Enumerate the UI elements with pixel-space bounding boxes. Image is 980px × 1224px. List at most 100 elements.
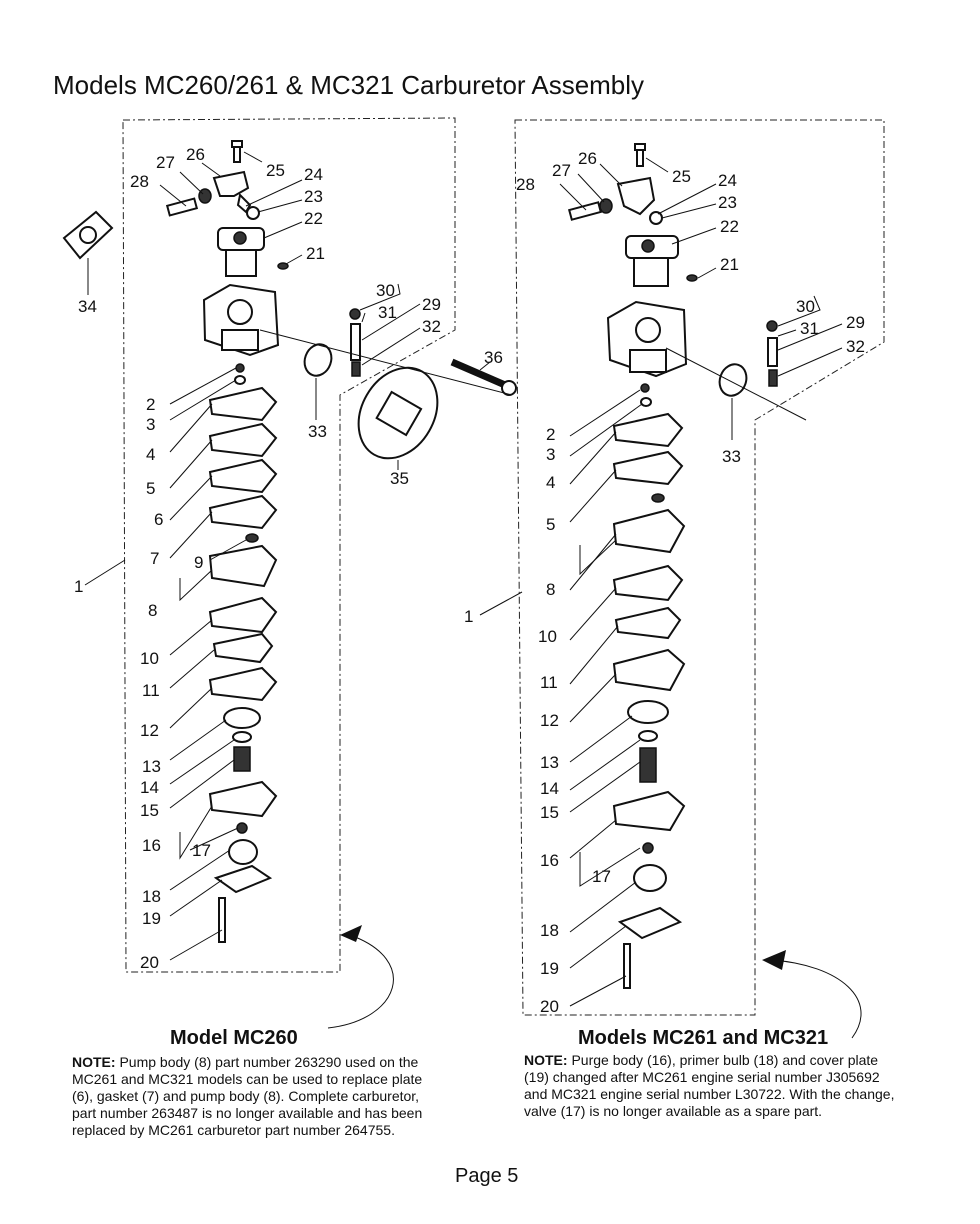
callout-left-33: 33	[308, 422, 327, 441]
callout-left-26: 26	[186, 145, 205, 164]
callout-right-32: 32	[846, 337, 865, 356]
left-model-note: NOTE: Pump body (8) part number 263290 u…	[72, 1054, 442, 1139]
callout-left-29: 29	[422, 295, 441, 314]
callout-left-10: 10	[140, 649, 159, 668]
part-16-purge-body-right	[612, 790, 686, 832]
right-note-label: NOTE:	[524, 1052, 568, 1068]
callout-right-18: 18	[540, 921, 559, 940]
part-22-throttle-body	[217, 227, 265, 277]
callout-left-35: 35	[390, 469, 409, 488]
callout-left-11: 11	[142, 681, 160, 700]
callout-left-36: 36	[484, 348, 503, 367]
part-16-purge-body	[208, 780, 278, 818]
callout-right-21: 21	[720, 255, 739, 274]
callout-left-1: 1	[74, 577, 83, 596]
part-25-screw	[231, 140, 243, 163]
callout-left-25: 25	[266, 161, 285, 180]
part-30-seal	[349, 308, 361, 320]
part-11-diaphragm	[212, 632, 274, 664]
part-5-gasket-right	[612, 450, 684, 486]
right-caption-arrow	[771, 959, 862, 1039]
left-model-caption: Model MC260	[170, 1027, 298, 1049]
callout-left-30: 30	[376, 281, 395, 300]
part-15-spring	[233, 746, 251, 772]
part-32-spring	[351, 361, 361, 377]
right-assembly-diagram: 1 2 3 4 5 8 10 11 12 13 14 15 16 17 18 1…	[464, 119, 885, 1039]
part-13-ring	[223, 707, 261, 729]
part-2-fitting	[235, 363, 245, 373]
callout-left-18: 18	[142, 887, 161, 906]
left-assembly-boundary	[122, 117, 456, 973]
part-33-oring	[303, 343, 333, 377]
callout-right-14: 14	[540, 779, 559, 798]
part-24-arm	[236, 192, 252, 214]
callout-left-27: 27	[156, 153, 175, 172]
part-valve-right	[651, 493, 665, 503]
callout-left-8: 8	[148, 601, 157, 620]
part-18-primer-bulb	[228, 839, 258, 865]
callout-left-7: 7	[150, 549, 159, 568]
callout-right-22: 22	[720, 217, 739, 236]
left-caption-arrow	[327, 934, 394, 1029]
part-4-plate-right	[612, 412, 684, 448]
part-34-gasket	[62, 210, 114, 260]
callout-left-16: 16	[142, 836, 161, 855]
part-8-pump-body	[208, 544, 278, 588]
callout-right-2: 2	[546, 425, 555, 444]
callout-right-30: 30	[796, 297, 815, 316]
callout-left-17: 17	[192, 841, 211, 860]
callout-left-19: 19	[142, 909, 161, 928]
callout-right-26: 26	[578, 149, 597, 168]
part-8-pump-body-right	[612, 508, 686, 554]
callout-right-17: 17	[592, 867, 611, 886]
callout-right-13: 13	[540, 753, 559, 772]
page-title: Models MC260/261 & MC321 Carburetor Asse…	[53, 70, 645, 100]
callout-left-23: 23	[304, 187, 323, 206]
part-2-fitting-right	[640, 383, 650, 393]
part-14-disc	[232, 731, 252, 743]
part-20-screw	[218, 897, 226, 943]
part-3-check-right	[640, 397, 652, 407]
part-14-disc-right	[638, 730, 658, 742]
part-12-cover-right	[612, 648, 686, 692]
part-28-screw-right	[567, 201, 603, 221]
callout-left-31: 31	[378, 303, 397, 322]
right-note-text: Purge body (16), primer bulb (18) and co…	[524, 1052, 895, 1119]
callout-right-4: 4	[546, 473, 555, 492]
part-28-screw	[165, 197, 199, 217]
callout-left-21: 21	[306, 244, 325, 263]
part-10-gasket	[208, 596, 278, 634]
callout-right-5: 5	[546, 515, 555, 534]
callout-right-16: 16	[540, 851, 559, 870]
part-5-gasket	[208, 422, 278, 458]
part-21-clip-right	[686, 274, 698, 282]
part-35-plate	[357, 366, 439, 460]
callout-left-15: 15	[140, 801, 159, 820]
callout-left-4: 4	[146, 445, 155, 464]
part-15-spring-right	[639, 747, 657, 783]
callout-right-23: 23	[718, 193, 737, 212]
callout-left-13: 13	[142, 757, 161, 776]
part-27-nut-right	[599, 198, 613, 214]
callout-right-29: 29	[846, 313, 865, 332]
callout-left-28: 28	[130, 172, 149, 191]
part-21-clip	[277, 262, 289, 270]
part-17-valve-right	[642, 842, 654, 854]
callout-right-25: 25	[672, 167, 691, 186]
part-32-spring-right	[768, 369, 778, 387]
callout-right-8: 8	[546, 580, 555, 599]
part-30-seal-right	[766, 320, 778, 332]
part-17-valve	[236, 822, 248, 834]
part-10-gasket-right	[612, 564, 684, 602]
callout-left-6: 6	[154, 510, 163, 529]
callout-right-15: 15	[540, 803, 559, 822]
callout-right-24: 24	[718, 171, 737, 190]
part-31-needle-right	[767, 337, 778, 367]
callout-right-31: 31	[800, 319, 819, 338]
part-22-throttle-body-right	[625, 235, 679, 287]
part-6-plate	[208, 458, 278, 494]
part-20-screw-right	[623, 943, 631, 989]
part-27-nut	[198, 188, 212, 204]
part-18-primer-bulb-right	[633, 864, 667, 892]
left-note-label: NOTE:	[72, 1054, 116, 1070]
